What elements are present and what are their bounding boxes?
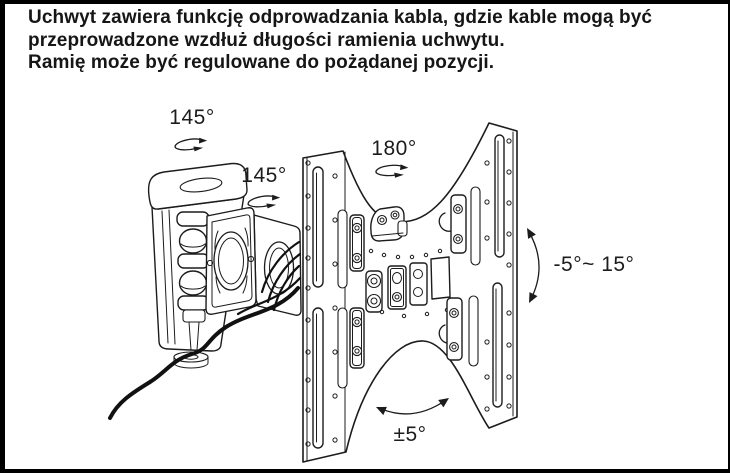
swivel-arrow-icon bbox=[376, 398, 449, 416]
oval-joint-plate-illustration bbox=[205, 207, 257, 315]
center-hardware bbox=[365, 256, 451, 313]
mounting-holes bbox=[305, 160, 338, 447]
hinge-illustration bbox=[176, 211, 210, 323]
adapter-bracket bbox=[349, 307, 365, 369]
adapter-bracket bbox=[349, 214, 365, 272]
angle-label-plate-swivel: 180° bbox=[371, 137, 417, 160]
adapter-bracket bbox=[450, 194, 467, 254]
rotation-arrow-icon bbox=[374, 163, 410, 180]
vesa-plate-illustration bbox=[302, 122, 518, 463]
instruction-line: Ramię może być regulowane do pożądanej p… bbox=[28, 52, 495, 73]
angle-label-arm-swivel-wall: 145° bbox=[169, 106, 215, 129]
instruction-line: Uchwyt zawiera funkcję odprowadzania kab… bbox=[28, 7, 653, 28]
angle-label-arm-swivel-elbow: 145° bbox=[241, 164, 287, 187]
instruction-line: przeprowadzone wzdłuż długości ramienia … bbox=[28, 29, 505, 51]
wall-bracket-arm-illustration bbox=[147, 162, 302, 369]
adapter-bracket bbox=[446, 297, 463, 361]
mounting-holes bbox=[484, 138, 512, 412]
cable-illustration bbox=[108, 240, 302, 420]
instruction-text: Uchwyt zawiera funkcję odprowadzania kab… bbox=[28, 7, 652, 75]
angle-label-level-rotation: ±5° bbox=[393, 423, 427, 446]
rotation-arrow-icon bbox=[173, 136, 210, 155]
angle-label-tilt-range: -5°~ 15° bbox=[553, 253, 635, 276]
swivel-joint-illustration bbox=[370, 206, 408, 242]
tilt-arrow-icon bbox=[527, 228, 540, 303]
